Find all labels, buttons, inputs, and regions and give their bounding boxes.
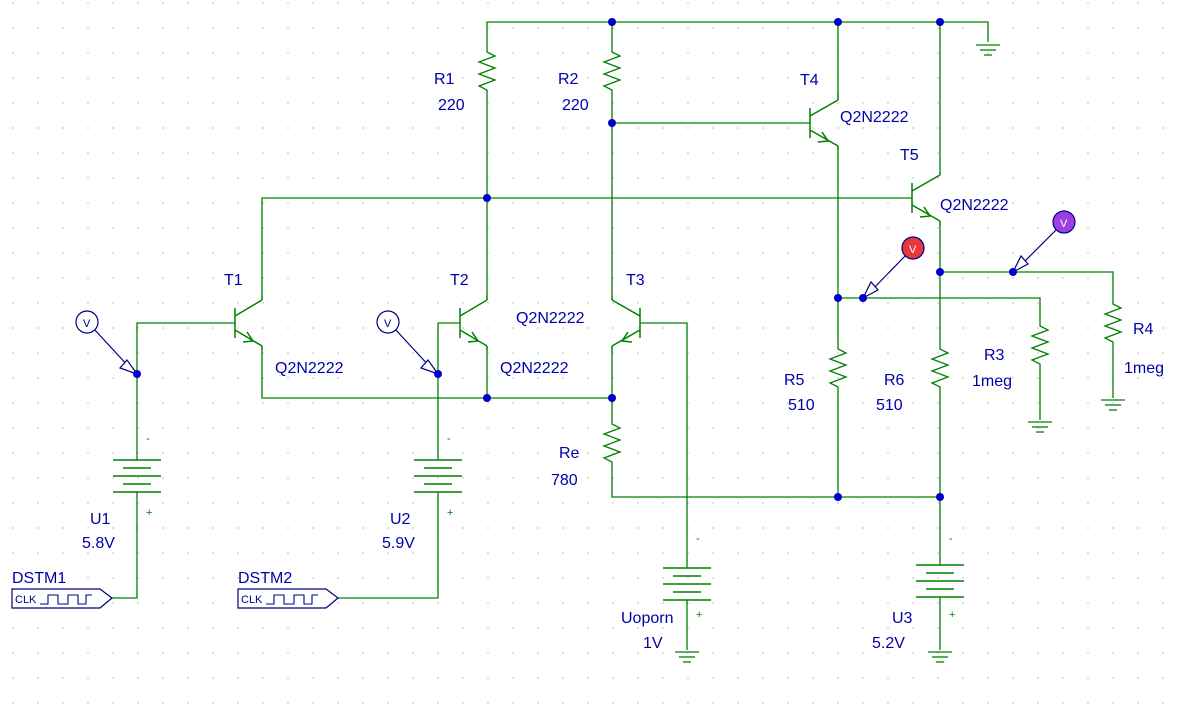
source-u1[interactable]	[113, 459, 161, 493]
t3-ref-label: T3	[626, 272, 645, 289]
polarity-minus-u2: -	[447, 433, 451, 445]
voltage-probe-r5[interactable]: V	[861, 236, 925, 300]
r3-ref-label: R3	[984, 347, 1005, 364]
u1-ref-label: U1	[90, 511, 111, 528]
transistor-t5[interactable]	[911, 172, 941, 226]
r4-ref-label: R4	[1133, 321, 1154, 338]
resistor-r3[interactable]	[1030, 322, 1050, 372]
probe-circle	[75, 310, 99, 334]
polarity-minus-u1: -	[146, 433, 150, 445]
t3-model-label: Q2N2222	[516, 310, 585, 327]
r5-value-label: 510	[788, 397, 815, 414]
resistor-r2[interactable]	[602, 48, 622, 94]
polarity-plus-u1: +	[146, 507, 152, 519]
polarity-minus-u3: -	[949, 533, 953, 545]
resistor-r6[interactable]	[930, 345, 950, 395]
junctions	[133, 18, 1017, 501]
t1-ref-label: T1	[224, 272, 243, 289]
u2-ref-label: U2	[390, 511, 411, 528]
probe-circle	[1052, 210, 1076, 234]
ground-symbol-top	[976, 44, 1000, 56]
transistor-t4[interactable]	[809, 92, 839, 150]
resistor-r1[interactable]	[477, 48, 497, 94]
r4-value-label: 1meg	[1124, 360, 1164, 377]
ground-symbol-r3	[1028, 421, 1052, 433]
probe-circle	[376, 310, 400, 334]
stimulus-dstm2[interactable]: CLK	[237, 588, 339, 609]
source-u2[interactable]	[414, 459, 462, 493]
t4-ref-label: T4	[800, 72, 819, 89]
probe-label: V	[83, 318, 91, 330]
wires	[112, 21, 1114, 650]
polarity-plus-uoporn: +	[696, 609, 702, 621]
transistor-t3[interactable]	[611, 295, 641, 350]
uoporn-ref-label: Uoporn	[621, 610, 673, 627]
u2-value-label: 5.9V	[382, 535, 415, 552]
u3-value-label: 5.2V	[872, 635, 905, 652]
polarity-marks: - + - + - + - +	[146, 433, 955, 621]
r6-value-label: 510	[876, 397, 903, 414]
voltage-probe-u2[interactable]: V	[376, 310, 440, 376]
resistor-r5[interactable]	[828, 345, 848, 395]
re-value-label: 780	[551, 472, 578, 489]
stimulus-dstm1[interactable]: CLK	[11, 588, 113, 609]
r5-ref-label: R5	[784, 372, 805, 389]
transistor-t2[interactable]	[459, 295, 488, 350]
r1-value-label: 220	[438, 97, 465, 114]
u3-ref-label: U3	[892, 610, 913, 627]
t5-ref-label: T5	[900, 147, 919, 164]
probe-label: V	[909, 244, 917, 256]
ground-symbol-uoporn	[675, 651, 699, 663]
resistor-r4[interactable]	[1103, 300, 1123, 350]
r2-ref-label: R2	[558, 71, 579, 88]
voltage-probe-u1[interactable]: V	[75, 310, 139, 376]
stimulus-dstm1-clk-label: CLK	[15, 594, 37, 606]
u1-value-label: 5.8V	[82, 535, 115, 552]
t5-model-label: Q2N2222	[940, 197, 1009, 214]
t2-model-label: Q2N2222	[500, 360, 569, 377]
r2-value-label: 220	[562, 97, 589, 114]
probe-label: V	[1060, 218, 1068, 230]
polarity-plus-u2: +	[447, 507, 453, 519]
probe-circle	[901, 236, 925, 260]
r3-value-label: 1meg	[972, 373, 1012, 390]
polarity-plus-u3: +	[949, 609, 955, 621]
re-ref-label: Re	[559, 445, 580, 462]
r6-ref-label: R6	[884, 372, 905, 389]
component-labels: R1 220 R2 220 Re 780 R5 510 R6 510 R3 1m…	[12, 71, 1164, 652]
probe-label: V	[384, 318, 392, 330]
resistor-re[interactable]	[602, 420, 622, 470]
dstm1-ref-label: DSTM1	[12, 570, 66, 587]
t2-ref-label: T2	[450, 272, 469, 289]
t4-model-label: Q2N2222	[840, 109, 909, 126]
source-u3[interactable]	[916, 564, 964, 598]
t1-model-label: Q2N2222	[275, 360, 344, 377]
transistor-t1[interactable]	[234, 295, 263, 350]
dstm2-ref-label: DSTM2	[238, 570, 292, 587]
uoporn-value-label: 1V	[643, 635, 663, 652]
stimulus-dstm2-clk-label: CLK	[241, 594, 263, 606]
r1-ref-label: R1	[434, 71, 455, 88]
voltage-probe-r4[interactable]: V	[1011, 210, 1076, 274]
polarity-minus-uoporn: -	[696, 533, 700, 545]
ground-symbol-r4	[1101, 399, 1125, 411]
ground-symbol-u3	[928, 651, 952, 663]
source-uoporn[interactable]	[663, 567, 711, 601]
